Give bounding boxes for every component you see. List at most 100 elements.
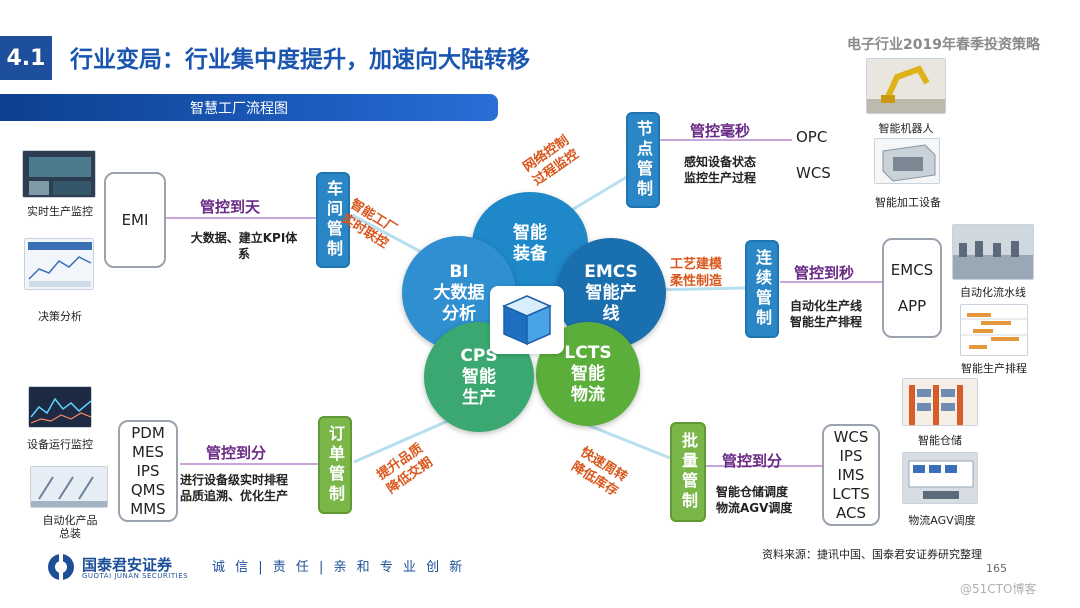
desc-line: 智能生产排程: [790, 315, 863, 329]
assembly-photo: [30, 466, 108, 508]
workshop-control-desc: 大数据、建立KPI体 系: [174, 230, 314, 262]
desc-line: 系: [237, 247, 250, 261]
circle-line: 物流: [571, 384, 605, 405]
watermark: @51CTO博客: [960, 582, 1037, 596]
node-system-wcs: WCS: [796, 164, 831, 182]
circle-line: 智能: [513, 223, 547, 243]
gantt-photo: [960, 304, 1028, 356]
system-label: LCTS: [832, 484, 870, 503]
company-name: 国泰君安证券: [82, 556, 173, 574]
node-system-opc: OPC: [796, 128, 828, 146]
machine-photo: [874, 138, 940, 184]
circle-line: BI: [449, 261, 469, 282]
page-title: 行业变局：行业集中度提升，加速向大陆转移: [70, 47, 530, 73]
section-number-badge: 4.1: [0, 36, 52, 80]
monitor-chart-photo: [28, 386, 92, 428]
system-label: QMS: [130, 480, 166, 499]
circle-line: LCTS: [564, 342, 612, 363]
circle-line: 线: [602, 303, 620, 324]
system-label: MES: [132, 442, 164, 461]
cube-icon: [490, 286, 564, 354]
section-banner: 智慧工厂流程图: [0, 94, 498, 121]
circle-line: CPS: [460, 345, 498, 366]
line-order: [353, 418, 451, 464]
circle-line: 生产: [462, 387, 496, 408]
system-label: IPS: [839, 446, 863, 465]
company-motto: 诚 信 | 责 任 | 亲 和 专 业 创 新: [212, 560, 466, 575]
desc-line: 大数据、建立KPI体: [190, 231, 298, 245]
node-control-title: 管控毫秒: [690, 122, 751, 140]
page-number: 165: [986, 562, 1007, 575]
continuous-control-desc: 自动化生产线 智能生产排程: [790, 298, 862, 330]
desc-line: 物流AGV调度: [716, 501, 793, 515]
batch-system-box: WCS IPS IMS LCTS ACS: [822, 424, 880, 526]
photo-label-agv: 物流AGV调度: [908, 514, 976, 527]
workshop-control-title: 管控到天: [200, 198, 261, 216]
system-label: PDM: [131, 423, 165, 442]
system-label: ACS: [836, 503, 866, 522]
circle-line: 智能: [571, 363, 605, 384]
company-logo-icon: [46, 552, 76, 582]
label-line: 总装: [59, 527, 81, 540]
system-label: MMS: [130, 499, 166, 518]
robot-arm-photo: [866, 58, 946, 114]
desc-line: 感知设备状态: [684, 155, 757, 169]
source-note: 资料来源：捷讯中国、国泰君安证券研究整理: [762, 548, 982, 561]
circle-line: EMCS: [584, 261, 638, 282]
circle-line: 装备: [513, 244, 547, 264]
circle-line: 智能: [462, 366, 496, 387]
system-label: EMI: [121, 210, 149, 229]
system-label: IPS: [136, 461, 160, 480]
dashboard-photo: [24, 238, 94, 290]
system-label: WCS: [833, 427, 869, 446]
order-control-desc: 进行设备级实时排程 品质追溯、优化生产: [180, 472, 288, 504]
photo-label-machine: 智能加工设备: [875, 196, 941, 209]
photo-label-monitor-room: 实时生产监控: [27, 205, 93, 218]
label-line: 柔性制造: [670, 274, 723, 289]
banner-label: 智慧工厂流程图: [190, 100, 288, 117]
node-control-tag: 节点管制: [626, 112, 660, 208]
continuous-system-box: EMCS APP: [882, 238, 942, 338]
photo-label-assembly-line: 自动化流水线: [960, 286, 1026, 299]
label-line: 自动化产品: [42, 514, 98, 527]
photo-label-warehouse: 智能仓储: [918, 434, 962, 447]
desc-line: 自动化生产线: [790, 299, 863, 313]
order-control-title: 管控到分: [206, 444, 267, 462]
photo-label-dashboard: 决策分析: [38, 310, 82, 323]
continuous-link-label: 工艺建模 柔性制造: [670, 256, 722, 290]
order-control-tag: 订单管制: [318, 416, 352, 514]
batch-control-tag: 批量管制: [670, 422, 706, 522]
desc-line: 品质追溯、优化生产: [180, 489, 289, 503]
photo-label-monitor-chart: 设备运行监控: [27, 438, 93, 451]
company-name-en: GUOTAI JUNAN SECURITIES: [82, 572, 189, 580]
warehouse-photo: [902, 378, 978, 426]
batch-control-title: 管控到分: [722, 452, 783, 470]
order-system-box: PDM MES IPS QMS MMS: [118, 420, 178, 522]
system-label: APP: [897, 297, 927, 315]
emi-system-box: EMI: [104, 172, 166, 268]
workshop-control-tag: 车间管制: [316, 172, 350, 268]
batch-control-desc: 智能仓储调度 物流AGV调度: [716, 484, 792, 516]
monitor-room-photo: [22, 150, 96, 198]
label-line: 工艺建模: [670, 257, 723, 272]
agv-photo: [902, 452, 978, 504]
report-name: 电子行业2019年春季投资策略: [847, 37, 1040, 53]
system-label: EMCS: [890, 261, 934, 279]
circle-line: 大数据: [433, 282, 485, 303]
photo-label-gantt: 智能生产排程: [961, 362, 1027, 375]
desc-line: 智能仓储调度: [716, 485, 789, 499]
photo-label-assembly: 自动化产品 总装: [28, 514, 112, 540]
assembly-line-photo: [952, 224, 1034, 280]
continuous-control-tag: 连续管制: [745, 240, 779, 338]
circle-line: 智能产: [585, 282, 637, 303]
desc-line: 进行设备级实时排程: [180, 473, 289, 487]
node-control-desc: 感知设备状态 监控生产过程: [684, 154, 756, 186]
line-batch: [574, 418, 671, 460]
continuous-control-title: 管控到秒: [794, 264, 855, 282]
desc-line: 监控生产过程: [684, 171, 757, 185]
circle-line: 分析: [442, 303, 476, 324]
photo-label-robot: 智能机器人: [878, 122, 934, 135]
system-label: IMS: [837, 465, 865, 484]
